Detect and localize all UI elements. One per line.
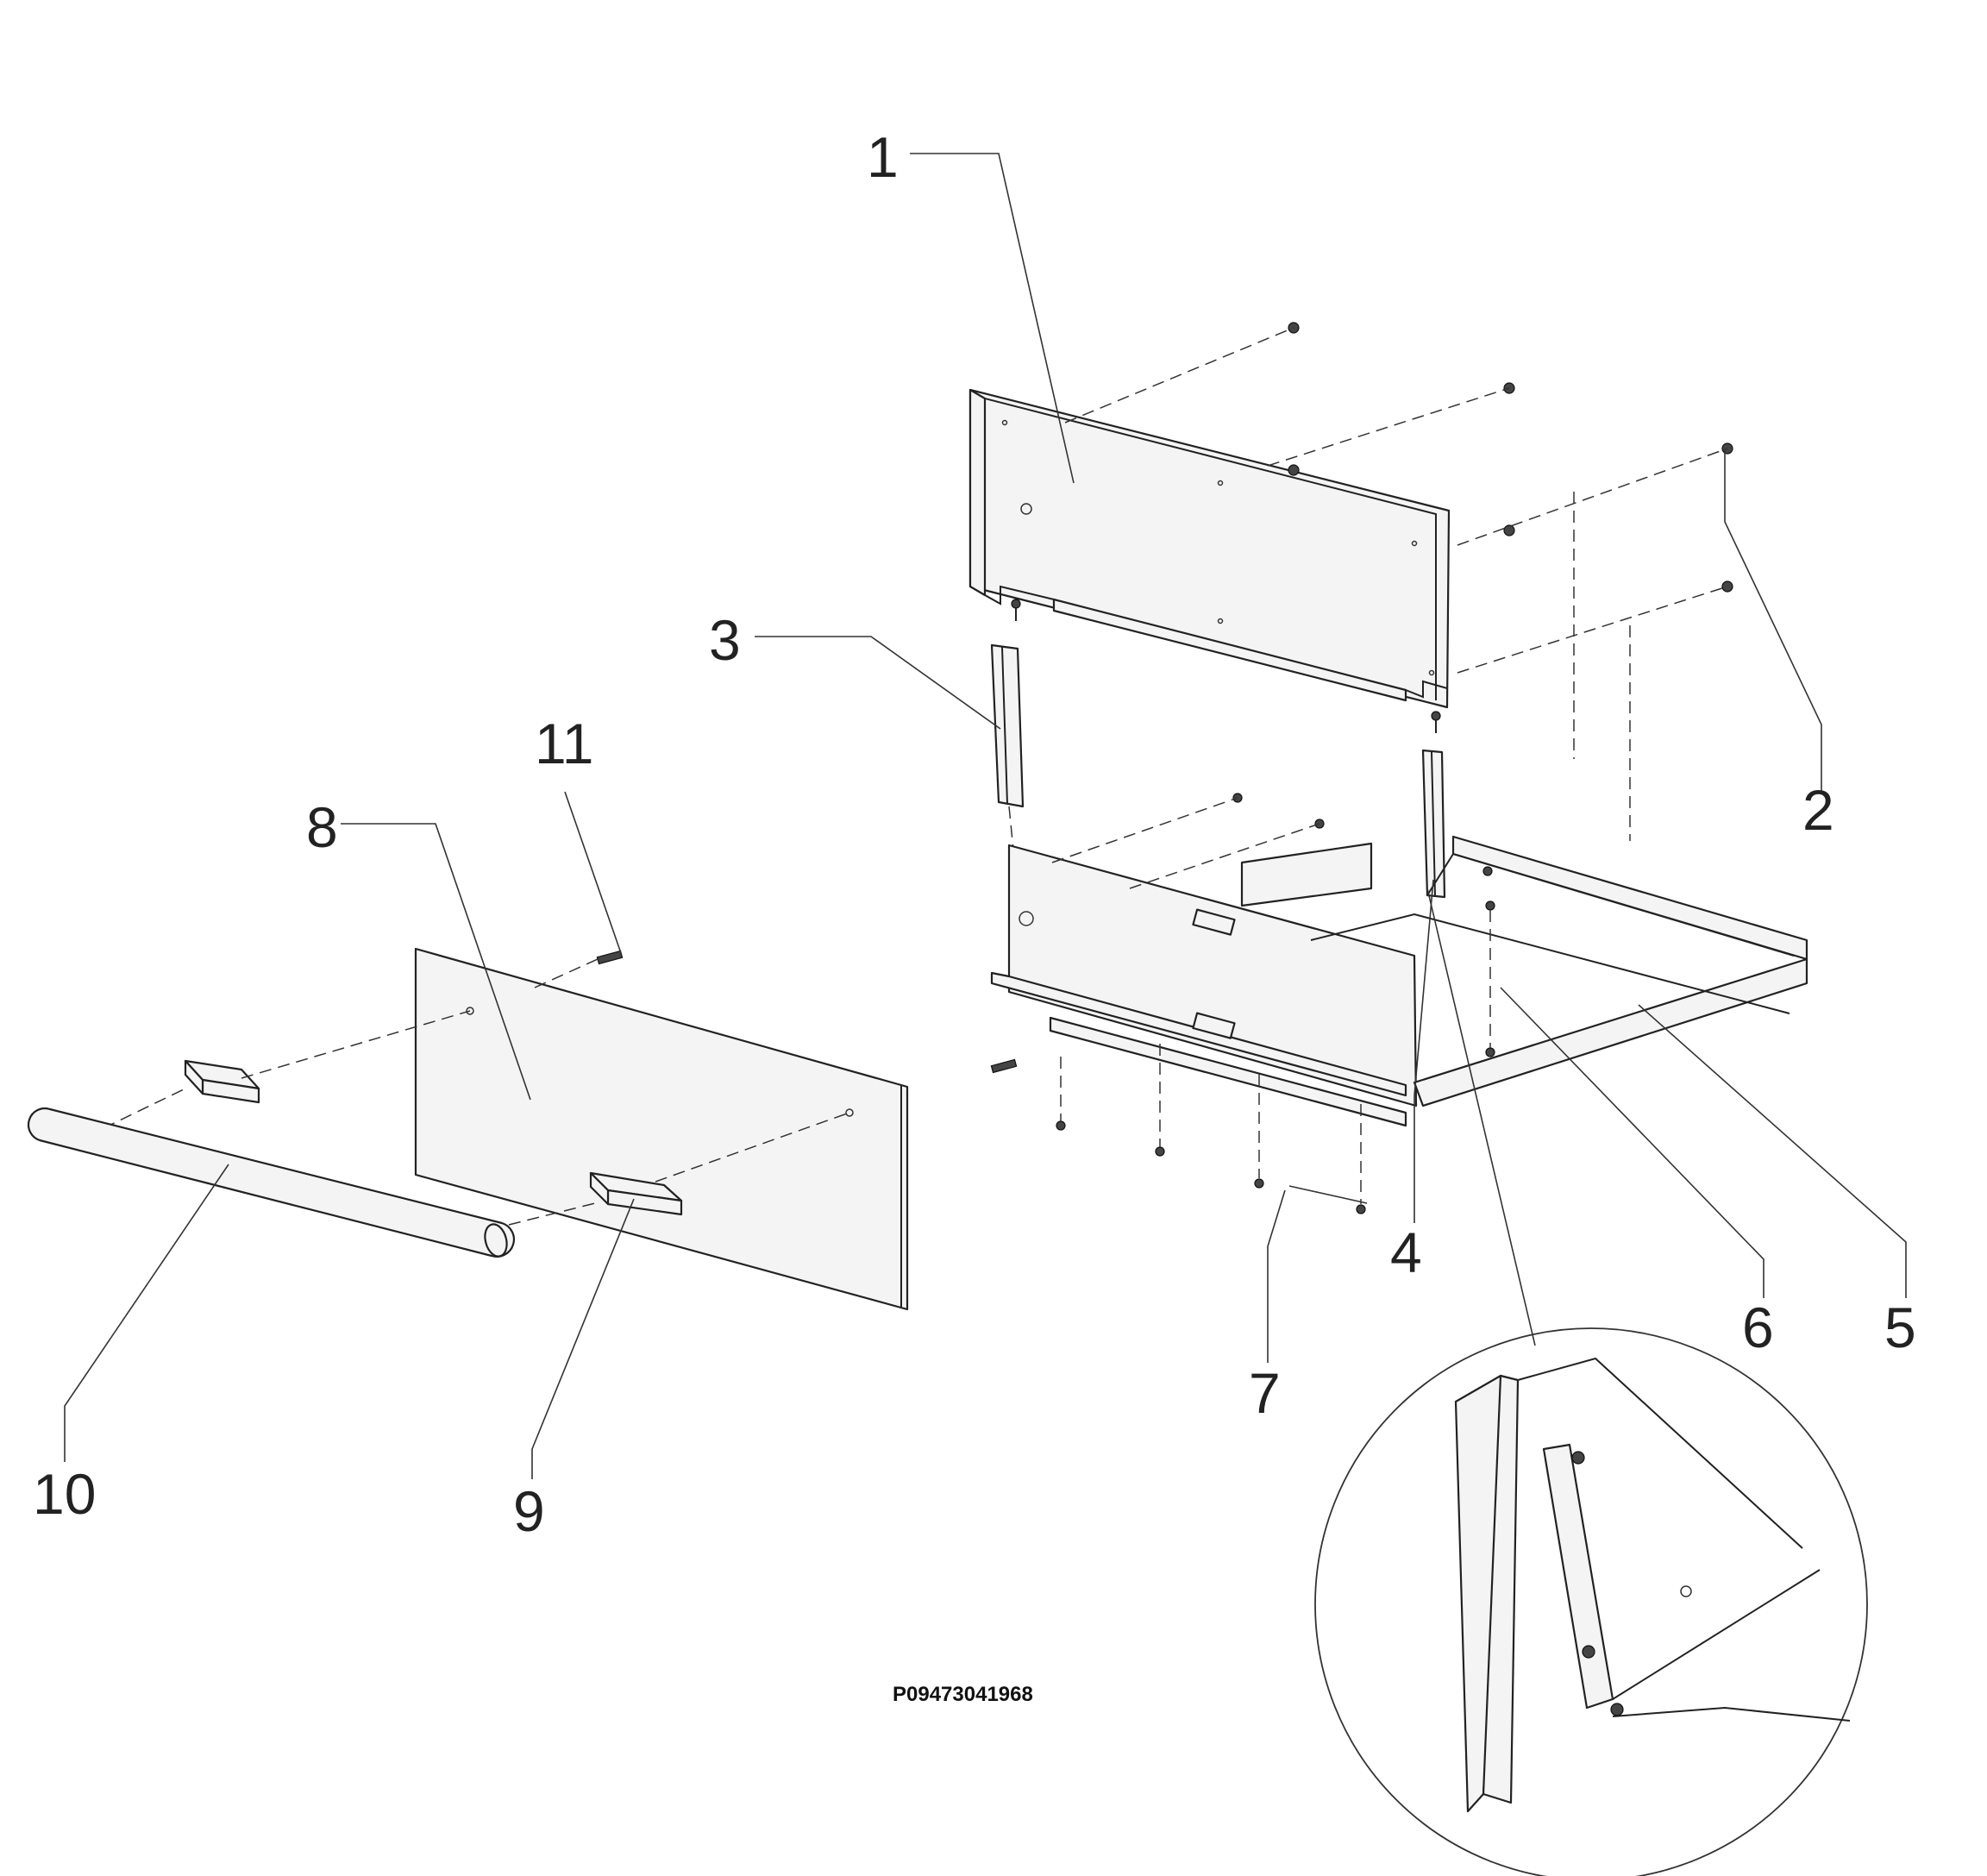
left-bracket — [990, 599, 1025, 808]
callout-1: 1 — [867, 125, 899, 189]
callout-2: 2 — [1802, 778, 1834, 842]
callout-10: 10 — [33, 1462, 96, 1526]
detail-view — [1314, 1327, 1868, 1876]
drawing-code: P09473041968 — [893, 1683, 1033, 1706]
lower-frame — [990, 793, 1808, 1127]
callout-7: 7 — [1249, 1361, 1281, 1425]
screws-group-7 — [1056, 1120, 1366, 1214]
callout-4: 4 — [1390, 1220, 1422, 1284]
callout-6: 6 — [1742, 1296, 1774, 1359]
leader-lines — [64, 153, 1907, 1479]
callout-8: 8 — [306, 795, 338, 859]
callout-labels: 1 2 3 4 5 6 7 8 9 10 11 P09473041968 — [33, 125, 1916, 1706]
callout-9: 9 — [513, 1479, 545, 1543]
panel-screws-11 — [596, 950, 1018, 1074]
right-bracket — [1421, 711, 1446, 899]
handle-bar — [27, 1107, 516, 1258]
callout-5: 5 — [1884, 1296, 1916, 1359]
upper-back-panel — [968, 388, 1451, 709]
front-panel — [414, 947, 909, 1311]
callout-11: 11 — [535, 712, 594, 775]
callout-3: 3 — [709, 608, 741, 672]
handle-bracket — [184, 1059, 683, 1216]
